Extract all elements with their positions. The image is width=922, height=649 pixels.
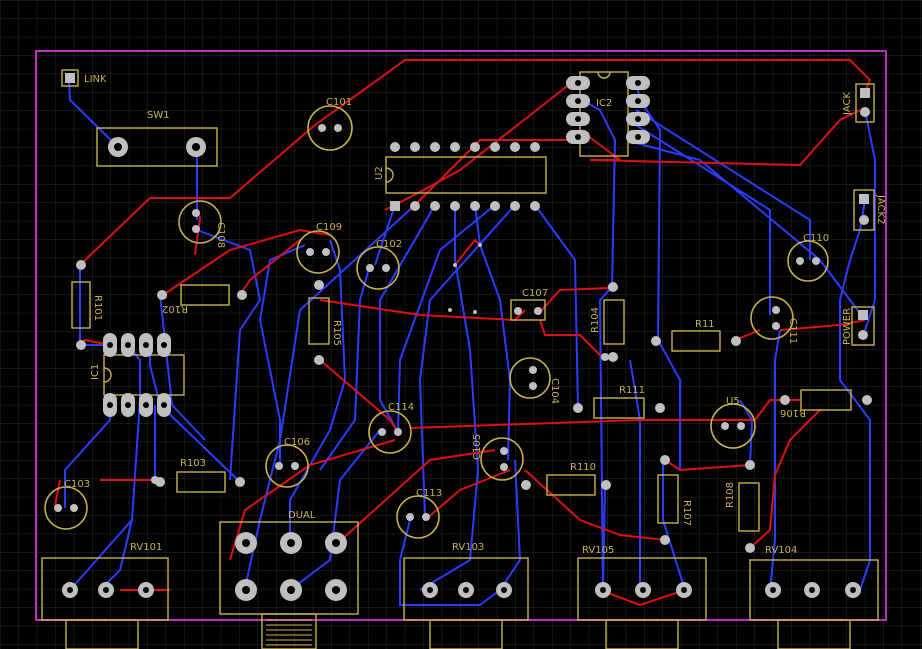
switch-sw1[interactable]: SW1 xyxy=(96,110,218,167)
ic-ic2[interactable]: IC2 xyxy=(566,71,650,157)
sw1-label: SW1 xyxy=(147,110,170,121)
rv104-label: RV104 xyxy=(765,545,797,556)
c103-label: C103 xyxy=(64,479,90,490)
regulator-u5[interactable]: U5 xyxy=(710,396,756,449)
jack2-label: JACK2 xyxy=(875,194,886,224)
c114-label: C114 xyxy=(388,402,414,413)
c102-label: C102 xyxy=(376,239,402,250)
r102-label: R102 xyxy=(162,303,188,314)
rv103-label: RV103 xyxy=(452,542,484,553)
r111-label: R111 xyxy=(619,385,645,396)
c110-label: C110 xyxy=(803,233,829,244)
c104-label: C104 xyxy=(549,378,560,404)
c111-label: C111 xyxy=(787,318,798,344)
link-label: LINK xyxy=(84,74,107,85)
capacitor-c107[interactable]: C107 xyxy=(510,288,548,321)
r110-label: R110 xyxy=(570,462,596,473)
jack-label: JACK xyxy=(842,92,853,116)
r104-label: R104 xyxy=(590,307,601,333)
ic2-label: IC2 xyxy=(596,98,612,109)
c107-label: C107 xyxy=(522,288,548,299)
power-label: POWER xyxy=(842,308,853,345)
r108-label: R108 xyxy=(725,482,736,508)
c101-label: C101 xyxy=(326,97,352,108)
u5-label: U5 xyxy=(726,396,740,407)
link-connector[interactable]: LINK xyxy=(61,69,107,87)
r105-label: R105 xyxy=(331,320,342,346)
capacitor-c101[interactable]: C101 xyxy=(307,97,353,151)
capacitor-c104[interactable]: C104 xyxy=(509,357,560,404)
power-connector[interactable]: POWER xyxy=(842,306,875,346)
capacitor-c109[interactable]: C109 xyxy=(296,222,342,274)
potentiometer-dual[interactable]: DUAL xyxy=(219,510,359,649)
rv101-label: RV101 xyxy=(130,542,162,553)
capacitor-c113[interactable]: C113 xyxy=(396,488,442,539)
vias xyxy=(77,243,871,552)
c106-label: C106 xyxy=(284,437,310,448)
ic1-label: IC1 xyxy=(90,364,101,380)
rv105-label: RV105 xyxy=(582,545,614,556)
dual-label: DUAL xyxy=(288,510,316,521)
capacitor-c106[interactable]: C106 xyxy=(265,437,310,488)
ic-u2[interactable]: U2 xyxy=(374,142,547,211)
capacitor-c105[interactable]: C105 xyxy=(472,434,524,481)
r101-label: R101 xyxy=(92,295,103,321)
c109-label: C109 xyxy=(316,222,342,233)
potentiometer-rv104[interactable]: RV104 xyxy=(749,545,879,649)
capacitor-c102[interactable]: C102 xyxy=(356,239,402,290)
potentiometer-rv103[interactable]: RV103 xyxy=(403,542,529,649)
r103-label: R103 xyxy=(180,458,206,469)
c113-label: C113 xyxy=(416,488,442,499)
capacitor-c110[interactable]: C110 xyxy=(787,233,829,282)
c108-label: C108 xyxy=(215,222,226,248)
r107-label: R107 xyxy=(681,500,692,526)
ic-ic1[interactable]: IC1 xyxy=(90,333,185,417)
jack-connector[interactable]: JACK xyxy=(842,83,875,123)
capacitor-c108[interactable]: C108 xyxy=(178,200,226,248)
u2-label: U2 xyxy=(374,166,385,180)
capacitor-c103[interactable]: C103 xyxy=(44,479,90,530)
capacitor-c111[interactable]: C111 xyxy=(750,296,798,344)
potentiometer-rv101[interactable]: RV101 xyxy=(41,542,169,649)
c105-label: C105 xyxy=(472,434,483,460)
jack2-connector[interactable]: JACK2 xyxy=(853,189,886,231)
potentiometer-rv105[interactable]: RV105 xyxy=(577,545,707,649)
capacitor-c114[interactable]: C114 xyxy=(368,402,414,454)
r11-label: R11 xyxy=(695,319,715,330)
r106-label: R106 xyxy=(780,407,806,418)
